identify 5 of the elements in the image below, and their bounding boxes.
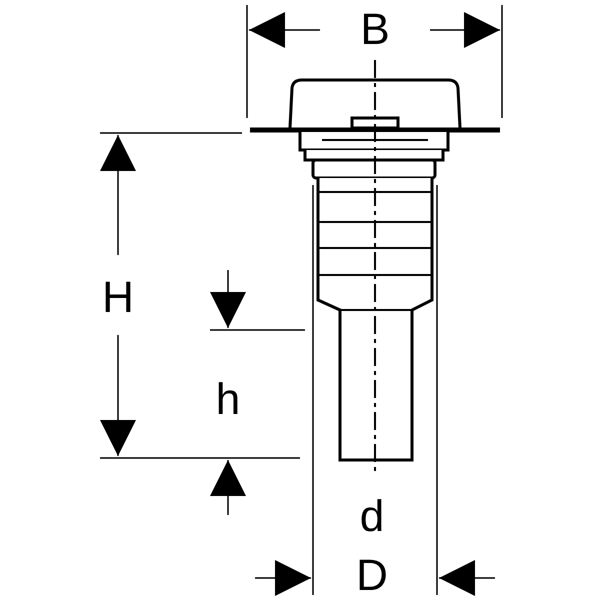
dimension-label: B [360, 8, 390, 52]
dimension-label: D [356, 554, 388, 598]
dimension-label: d [360, 495, 384, 539]
dimension-label: H [102, 276, 134, 320]
dimension-label: h [216, 378, 240, 422]
